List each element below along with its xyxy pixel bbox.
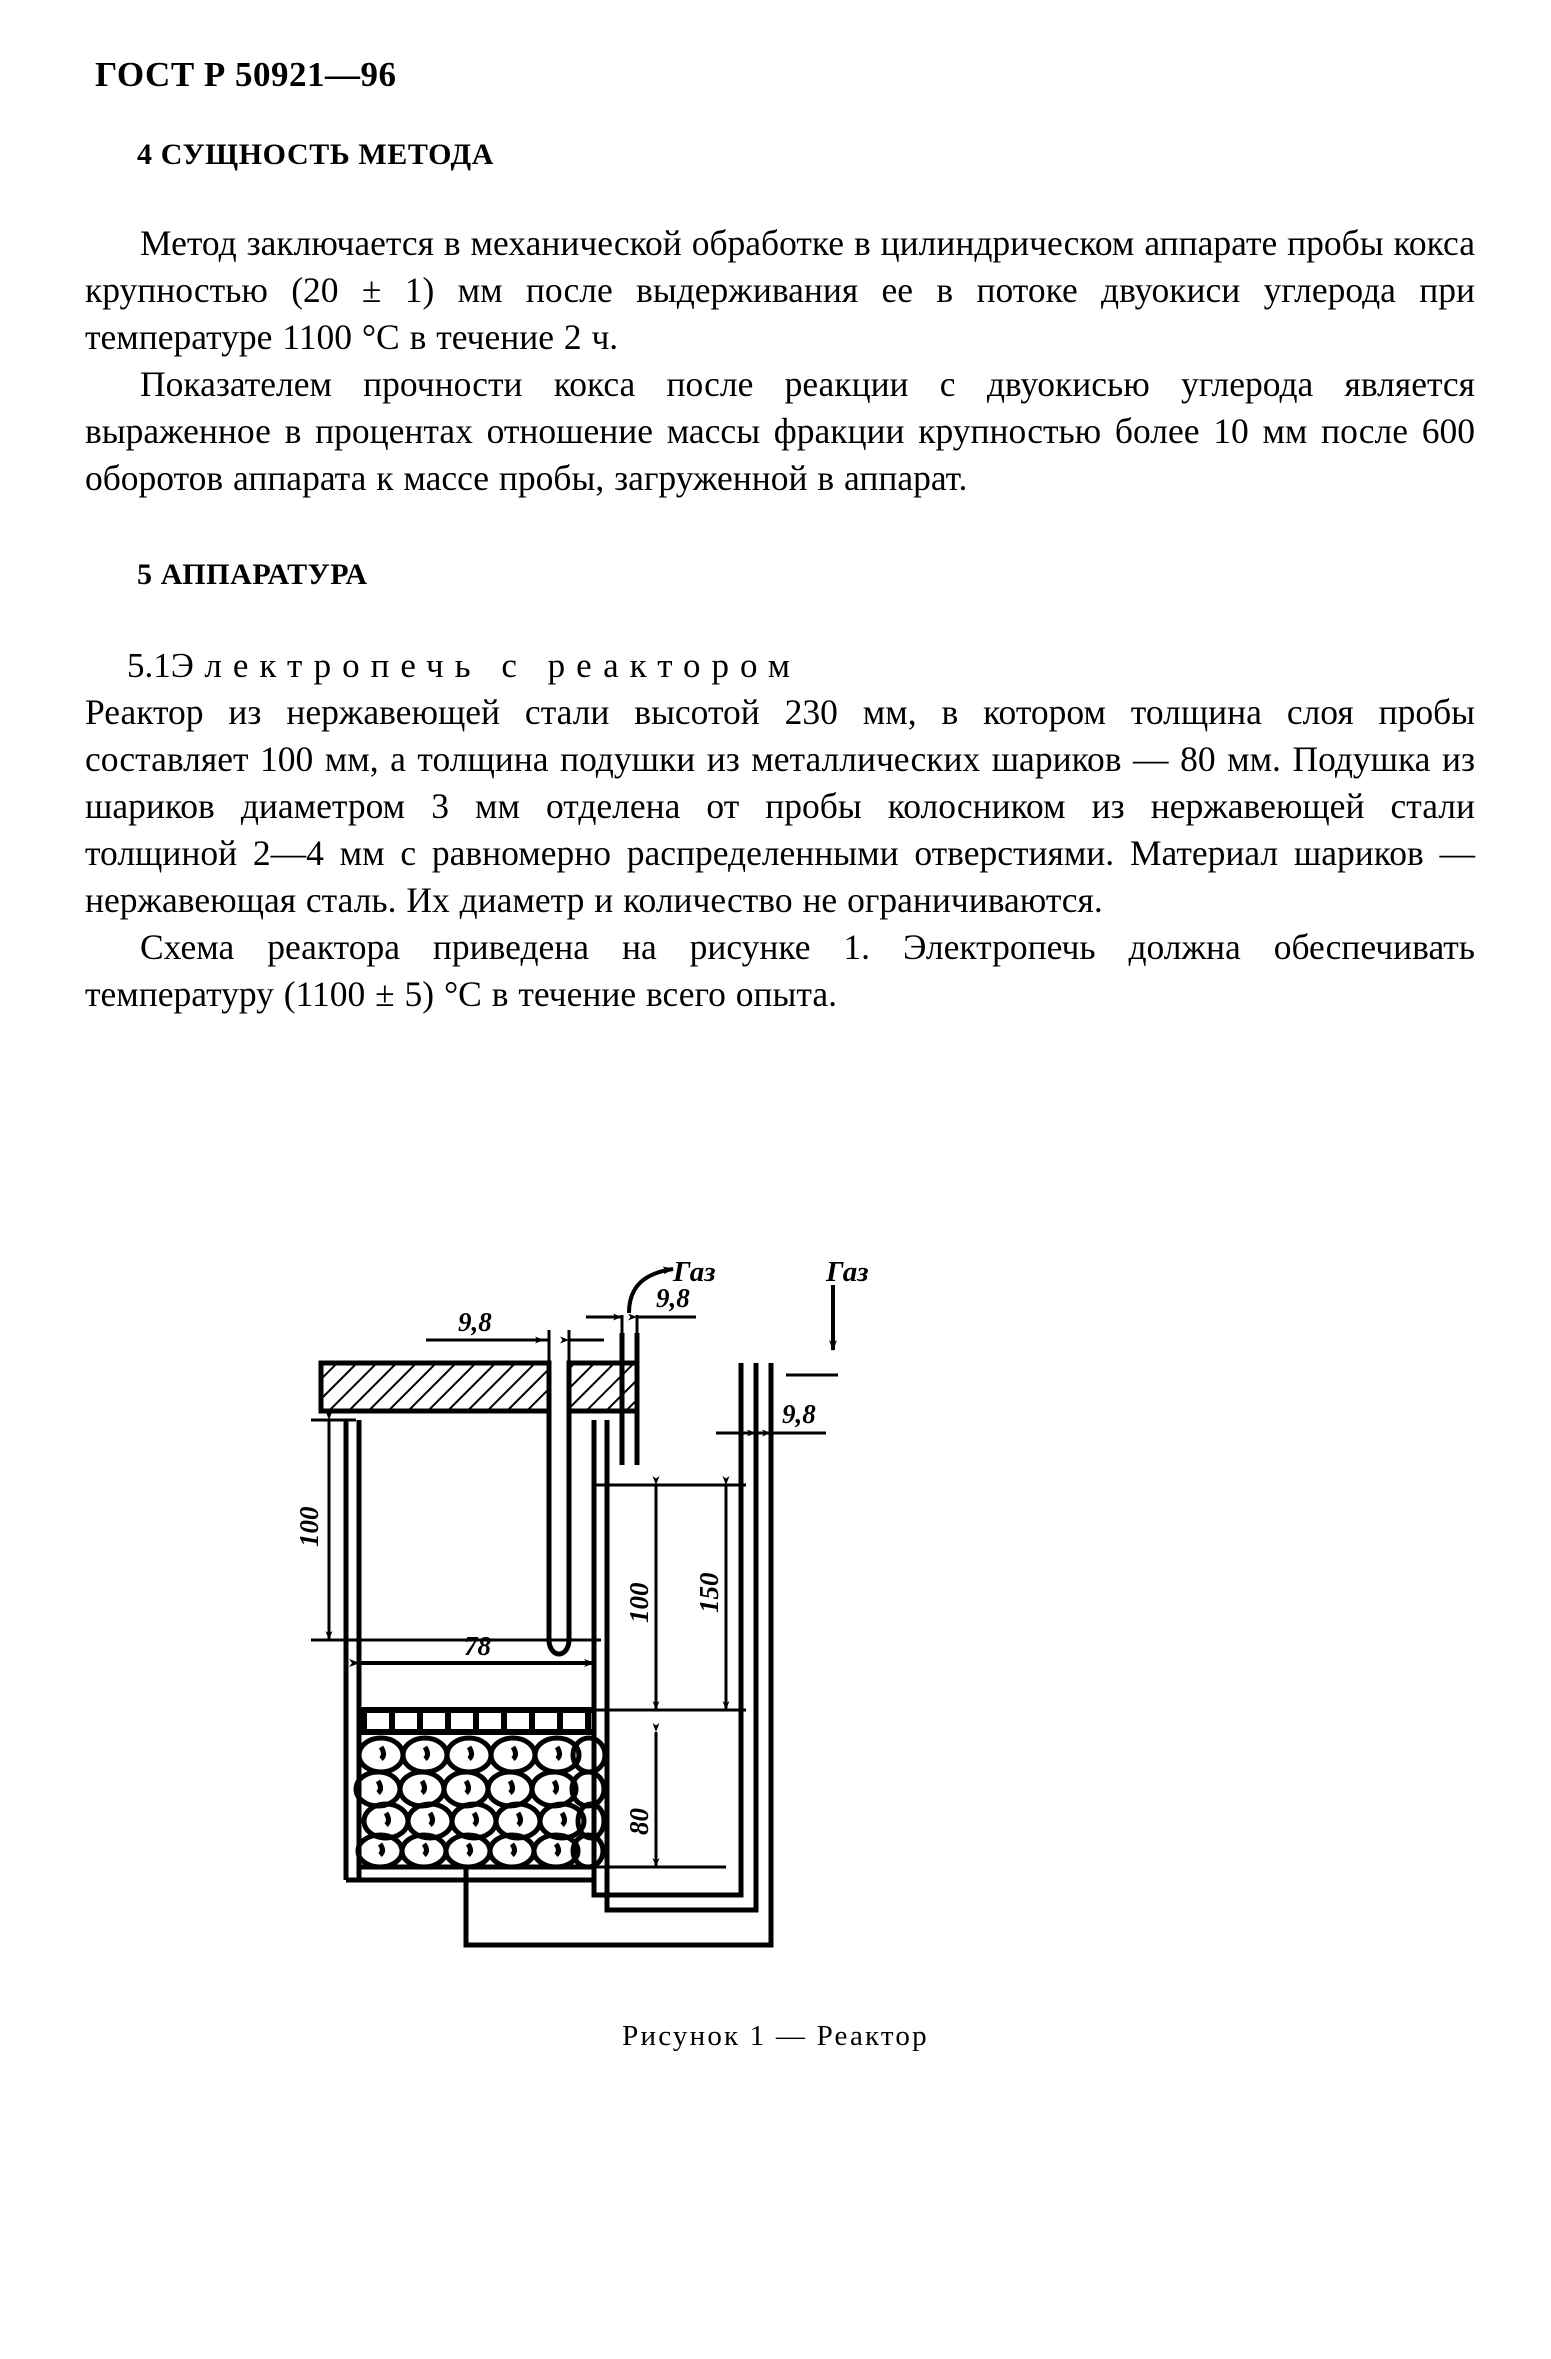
- label-dim-80: 80: [624, 1808, 654, 1836]
- figure-caption: Рисунок 1 — Реактор: [622, 2020, 929, 2052]
- probe-tube-tip: [546, 1639, 571, 1657]
- label-dim-lid-left: 9,8: [458, 1307, 492, 1337]
- label-dim-height-left: 100: [294, 1506, 324, 1547]
- paragraph-apparatus-1: Реактор из нержавеющей стали высотой 230…: [85, 692, 1475, 920]
- figure-1-reactor-diagram: Газ Газ 9,8 9,8 9,8 100 150 100 80 78: [0, 1255, 1551, 2135]
- grate-perforation-bars: [360, 1710, 591, 1732]
- subsection-label: Электропечь с реактором: [170, 646, 802, 685]
- label-dim-150: 150: [694, 1572, 724, 1613]
- label-dim-right-pipe: 9,8: [782, 1399, 816, 1429]
- label-gas-right: Газ: [825, 1256, 869, 1288]
- steel-balls-bed: [353, 1735, 607, 1870]
- document-body: 4 СУЩНОСТЬ МЕТОДА Метод заключается в ме…: [85, 140, 1475, 1018]
- paragraph-method-essence-2: Показателем прочности кокса после реакци…: [85, 364, 1475, 498]
- label-dim-lid-center: 9,8: [656, 1283, 690, 1313]
- spacer: [85, 590, 1475, 642]
- label-dim-78: 78: [464, 1631, 492, 1661]
- paragraph-apparatus-2: Схема реактора приведена на рисунке 1. Э…: [85, 927, 1475, 1014]
- label-dim-100: 100: [624, 1582, 654, 1623]
- reactor-schematic-svg: Газ Газ 9,8 9,8 9,8 100 150 100 80 78: [294, 1256, 869, 1948]
- spacer: [85, 502, 1475, 560]
- label-gas-top: Газ: [672, 1256, 716, 1288]
- paragraph-method-essence-1: Метод заключается в механической обработ…: [85, 223, 1475, 357]
- subsection-heading-5-1: 5.1Электропечь с реактором: [85, 642, 1475, 689]
- leader-gas-top: [626, 1266, 674, 1314]
- subsection-number: 5.1: [127, 646, 171, 685]
- gas-pipe-inner-loop: [604, 1363, 758, 1913]
- lid-right-hatched: [566, 1360, 639, 1414]
- gas-pipe-outer-loop: [591, 1363, 743, 1898]
- section-heading-4: 4 СУЩНОСТЬ МЕТОДА: [137, 138, 495, 171]
- spacer: [85, 170, 1475, 220]
- document-header-standard-number: ГОСТ Р 50921—96: [95, 55, 397, 94]
- section-heading-5: 5 АППАРАТУРА: [137, 558, 368, 591]
- lid-left-hatched: [318, 1360, 551, 1414]
